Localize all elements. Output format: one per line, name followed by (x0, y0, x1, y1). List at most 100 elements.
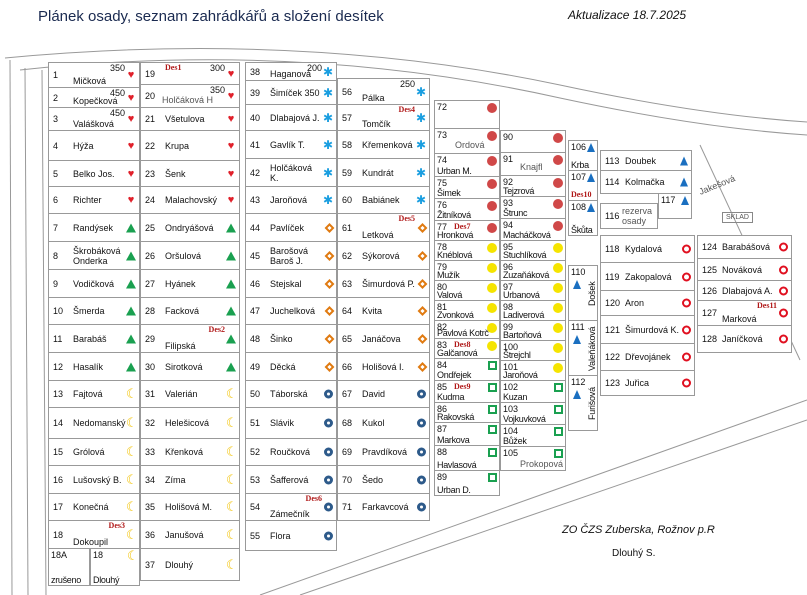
plot-number: 40 (250, 112, 261, 123)
blue-triangle-icon (680, 156, 688, 165)
blue-triangle-icon (573, 335, 581, 344)
plot-owner: Kudrna (437, 392, 465, 402)
yellow-dot-icon (487, 303, 497, 313)
plot-owner: Furišová (587, 387, 597, 420)
plot-number: 46 (250, 278, 261, 289)
group-label: Des5 (398, 214, 415, 223)
plot-size: 300 (209, 63, 225, 73)
moon-icon: ☾ (226, 444, 238, 459)
plot-73: 73 (434, 128, 500, 154)
plot-number: 38 (250, 66, 261, 77)
plot-owner: Macháčková (503, 230, 551, 240)
ring-blue-icon (324, 475, 333, 484)
plot-number: 29 (145, 333, 156, 344)
diamond-icon (417, 278, 428, 289)
plot-number: 45 (250, 250, 261, 261)
group-label: Des9 (454, 382, 471, 391)
plot-owner: Došek (587, 281, 597, 306)
plot-owner: Jaroňová (270, 195, 308, 205)
plot-number: 63 (342, 278, 353, 289)
plot-owner: Slávik (270, 418, 295, 428)
heart-icon: ♥ (127, 139, 135, 152)
smiley-icon (553, 155, 563, 165)
plot-owner: Mičková (73, 76, 107, 86)
plot-number: 21 (145, 114, 156, 124)
plot-owner: Valová (437, 290, 463, 300)
plot-owner: Šimíček 350 (270, 87, 320, 98)
plot-owner: Filipská (165, 341, 196, 351)
diamond-icon (324, 278, 335, 289)
moon-icon: ☾ (126, 386, 138, 401)
red-ring-icon (682, 378, 691, 388)
moon-icon: ☾ (126, 471, 138, 487)
plot-number: 83 (437, 340, 448, 350)
plot-number: 54 (250, 502, 261, 512)
plot-number: 1 (53, 70, 59, 80)
yellow-dot-icon (553, 363, 563, 373)
plot-owner: Holišová M. (165, 502, 213, 512)
plot-number: 92 (503, 177, 514, 187)
plot-number: 18A (51, 550, 68, 560)
blue-triangle-icon (587, 203, 595, 212)
ring-blue-icon (417, 389, 426, 399)
blue-triangle-icon (587, 143, 595, 152)
plot-owner: Urban D. (437, 485, 471, 495)
plot-number: 84 (437, 360, 448, 370)
green-triangle-icon (126, 223, 136, 232)
plot-number: 15 (53, 447, 64, 457)
ring-blue-icon (324, 389, 333, 399)
plot-owner: Pavlíček (270, 222, 305, 233)
plot-number: 122 (605, 352, 621, 362)
plot-number: 6 (53, 195, 59, 205)
plot-number: 101 (503, 362, 519, 372)
plot-number: 110 (571, 267, 586, 277)
moon-icon: ☾ (126, 444, 138, 459)
plot-owner: Babiánek (362, 195, 400, 205)
plot-owner: Zvonková (437, 310, 474, 320)
plot-number: 123 (605, 378, 621, 388)
plot-number: 66 (342, 361, 353, 372)
smiley-icon (487, 201, 497, 211)
plot-number: 116 (605, 211, 620, 221)
red-ring-icon (682, 325, 691, 334)
plot-owner: Štrunc (503, 208, 528, 218)
plot-owner: Farkavcová (362, 502, 409, 512)
plot-117: 117 (658, 193, 692, 219)
yellow-dot-icon (553, 323, 563, 333)
plot-number: 22 (145, 140, 156, 151)
heart-icon: ♥ (127, 91, 135, 104)
plot-number: 58 (342, 139, 353, 150)
plot-number: 88 (437, 447, 448, 457)
plot-owner: Janáčova (362, 333, 401, 344)
plot-owner: Pravdíková (362, 447, 408, 457)
plot-owner: Krupa (165, 140, 190, 151)
smiley-icon (553, 221, 563, 231)
plot-size: 350 (209, 85, 225, 95)
plot-owner: Juchelková (270, 306, 316, 316)
heart-icon: ♥ (127, 113, 135, 125)
yellow-dot-icon (487, 263, 497, 273)
plot-owner: Hyánek (165, 278, 196, 289)
plot-number: 52 (250, 447, 261, 457)
